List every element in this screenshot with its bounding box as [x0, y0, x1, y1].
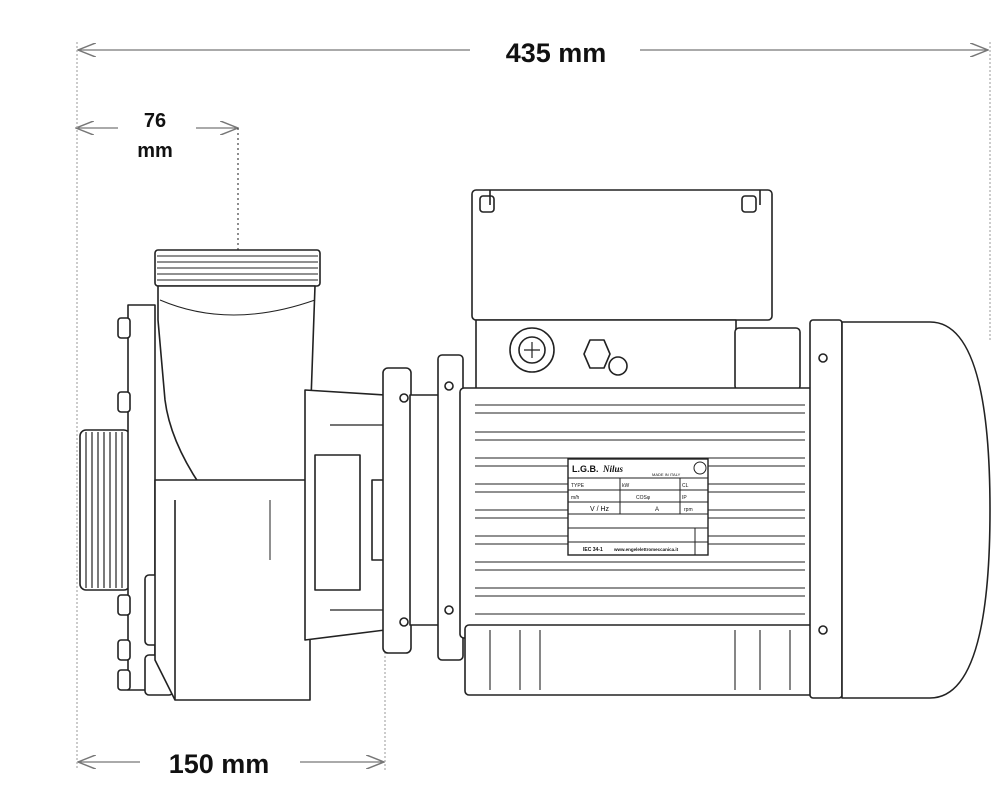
pump-seal-housing — [304, 389, 387, 641]
motor-nameplate: L.G.B. Nilus MADE IN ITALY TYPE kW CL m/… — [567, 458, 709, 556]
suction-inlet-thread — [79, 429, 131, 591]
inlet-offset-value-label: 76 — [144, 110, 166, 132]
nameplate-kw-label: kW — [622, 483, 630, 489]
inlet-offset-unit-label: mm — [137, 140, 173, 162]
wet-end-length-label: 150 mm — [169, 749, 270, 779]
discharge-outlet — [154, 249, 321, 486]
pump-illustration — [79, 189, 991, 701]
nameplate-vhz-label: V / Hz — [590, 506, 610, 513]
nameplate-rpm-label: rpm — [684, 507, 693, 513]
nameplate-website: www.engelelettromeccanica.it — [613, 547, 679, 552]
motor-fan-cover — [809, 319, 991, 699]
nameplate-standard: IEC 34-1 — [583, 547, 603, 553]
nameplate-type-label: TYPE — [571, 483, 585, 489]
motor-adapter-flange — [382, 354, 464, 661]
terminal-box — [471, 189, 801, 391]
dimension-lines — [76, 42, 991, 770]
nameplate-cl-label: CL — [682, 483, 689, 489]
total-length-label: 435 mm — [506, 38, 607, 68]
nameplate-mh-label: m/h — [571, 495, 580, 501]
nameplate-model: Nilus — [602, 464, 624, 474]
nameplate-cos-label: COSφ — [636, 495, 651, 501]
nameplate-origin: MADE IN ITALY — [652, 472, 681, 477]
nameplate-ip-label: IP — [682, 495, 687, 501]
pump-volute-housing — [154, 479, 311, 701]
nameplate-a-label: A — [655, 507, 659, 513]
nameplate-brand: L.G.B. — [572, 464, 599, 474]
